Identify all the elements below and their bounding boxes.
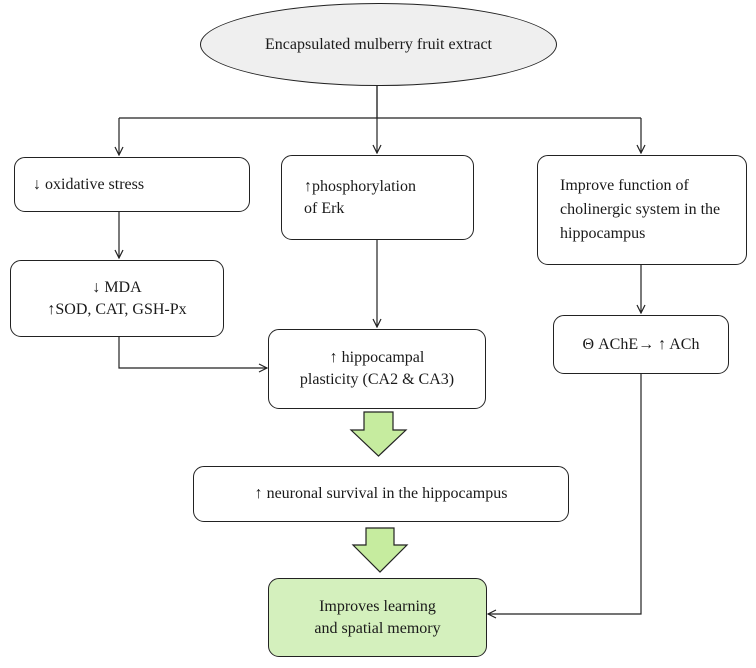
- ache-node: Θ AChE→ ↑ ACh: [553, 315, 729, 374]
- arrow-ache-to-outcome: [488, 374, 642, 614]
- mda-label: ↓ MDA ↑SOD, CAT, GSH-Px: [47, 278, 187, 318]
- outcome-node: Improves learning and spatial memory: [268, 578, 487, 657]
- neuronal-survival-label: ↑ neuronal survival in the hippocampus: [254, 485, 508, 502]
- mda-node: ↓ MDA ↑SOD, CAT, GSH-Px: [10, 260, 224, 337]
- phosphorylation-label: ↑phosphorylation of Erk: [304, 177, 416, 217]
- oxidative-stress-label: ↓ oxidative stress: [33, 175, 145, 193]
- neuronal-survival-node: ↑ neuronal survival in the hippocampus: [193, 466, 569, 522]
- oxidative-stress-node: ↓ oxidative stress: [14, 157, 250, 212]
- source-node: Encapsulated mulberry fruit extract: [200, 3, 557, 86]
- plasticity-label: ↑ hippocampal plasticity (CA2 & CA3): [299, 349, 455, 388]
- source-label: Encapsulated mulberry fruit extract: [264, 35, 492, 53]
- cholinergic-label: Improve function of cholinergic system i…: [560, 177, 721, 242]
- block-arrow-neuronal-to-outcome: [351, 527, 409, 573]
- phosphorylation-node: ↑phosphorylation of Erk: [281, 155, 474, 240]
- arrow-mda-to-plasticity: [118, 337, 267, 368]
- cholinergic-node: Improve function of cholinergic system i…: [537, 155, 747, 265]
- outcome-label: Improves learning and spatial memory: [314, 597, 441, 637]
- ache-label: Θ AChE→ ↑ ACh: [582, 335, 700, 353]
- plasticity-node: ↑ hippocampal plasticity (CA2 & CA3): [268, 329, 486, 409]
- block-arrow-plasticity-to-neuronal: [349, 411, 408, 457]
